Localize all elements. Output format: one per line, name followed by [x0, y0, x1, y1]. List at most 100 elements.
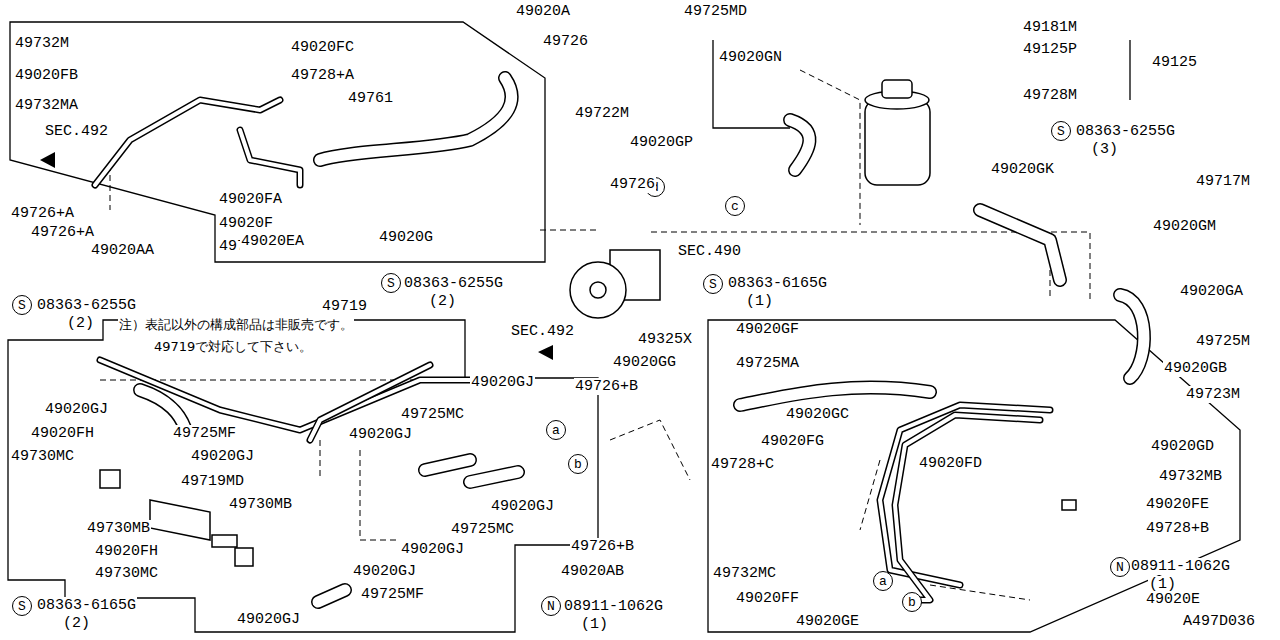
part-number: 49020AA	[90, 242, 155, 259]
part-number: 49726+B	[570, 538, 635, 555]
part-number: SEC.492	[510, 323, 575, 340]
circle-letter: S	[387, 277, 395, 290]
part-number: 49325X	[637, 331, 693, 348]
part-number: 49020GF	[735, 321, 800, 338]
part-number: (1)	[580, 616, 609, 633]
part-number: 49181M	[1022, 19, 1078, 36]
part-number: 49726+B	[574, 378, 639, 395]
part-number: 49020GJ	[236, 611, 301, 628]
part-number: SEC.492	[44, 123, 109, 140]
circle-letter: N	[547, 600, 555, 613]
part-number: 49020FH	[94, 543, 159, 560]
part-number: 49020GA	[1179, 283, 1244, 300]
part-number: 49725MC	[400, 406, 465, 423]
part-number: 49125P	[1022, 41, 1078, 58]
part-number: 08911-1062G	[1130, 558, 1231, 575]
part-number: 49020GJ	[190, 448, 255, 465]
part-number: 49725MF	[360, 586, 425, 603]
part-number: 49125	[1151, 54, 1198, 71]
part-number: (2)	[62, 615, 91, 632]
part-number: 49717M	[1195, 173, 1251, 190]
part-number: 49725MC	[450, 521, 515, 538]
part-number: 49730MC	[10, 448, 75, 465]
reference-circle: S	[1051, 121, 1071, 141]
part-number: 49020A	[515, 3, 571, 20]
part-number: 49020G	[378, 229, 434, 246]
reference-circle: c	[725, 196, 745, 216]
part-number: 49020GK	[990, 161, 1055, 178]
part-number: 49719MD	[180, 473, 245, 490]
part-number: 49726+A	[30, 224, 95, 241]
circle-letter: b	[908, 596, 916, 609]
part-number: 49020GJ	[348, 426, 413, 443]
part-number: 49020FC	[290, 39, 355, 56]
part-number: 49020AB	[560, 563, 625, 580]
part-number: 08363-6255G	[36, 297, 137, 314]
part-number: 49020GJ	[400, 541, 465, 558]
part-number: 49723M	[1185, 386, 1241, 403]
part-number: 49730MC	[94, 565, 159, 582]
part-number: 08363-6255G	[1075, 123, 1176, 140]
part-number: 49726	[609, 176, 656, 193]
part-number: 49020GE	[795, 613, 860, 630]
reference-circle: S	[381, 273, 401, 293]
part-number: 49020FH	[30, 425, 95, 442]
part-number: 08911-1062G	[563, 598, 664, 615]
part-number: 08363-6165G	[727, 275, 828, 292]
part-number: 49020FD	[918, 455, 983, 472]
part-number: 49726+A	[10, 205, 75, 222]
reference-circle: a	[873, 571, 893, 591]
part-number: 49725MD	[683, 3, 748, 20]
reference-circle: S	[12, 295, 32, 315]
part-number: 49725MA	[735, 355, 800, 372]
part-number: 49020GM	[1152, 218, 1217, 235]
part-number: (2)	[428, 293, 457, 310]
part-number: 49020GN	[718, 49, 783, 66]
circle-letter: a	[552, 424, 560, 437]
part-number: (1)	[745, 293, 774, 310]
part-number: (2)	[66, 315, 95, 332]
part-number: 注）表記以外の構成部品は非販売です。	[118, 316, 354, 333]
part-number: 49020GJ	[352, 563, 417, 580]
reference-circle: N	[541, 596, 561, 616]
part-number: 49722M	[574, 105, 630, 122]
part-number: 49761	[347, 90, 394, 107]
part-number: 49020EA	[240, 233, 305, 250]
reference-circle: S	[703, 274, 723, 294]
part-number: 49726	[542, 33, 589, 50]
part-number: 49732MC	[712, 565, 777, 582]
reference-circle: b	[902, 592, 922, 612]
reference-circle: N	[1110, 557, 1130, 577]
part-number: 49020GJ	[470, 374, 535, 391]
circle-letter: S	[18, 299, 26, 312]
circle-letter: S	[709, 278, 717, 291]
part-number: 08363-6165G	[36, 597, 137, 614]
part-number: SEC.490	[677, 243, 742, 260]
part-number: 49719で対応して下さい。	[153, 338, 313, 355]
part-number: 49020E	[1145, 591, 1201, 608]
part-number: 49020GB	[1163, 360, 1228, 377]
part-number: 49728+C	[710, 456, 775, 473]
part-number: 49020GJ	[44, 401, 109, 418]
circle-letter: b	[574, 458, 582, 471]
part-number: 49730MB	[228, 496, 293, 513]
part-number: 49020FG	[760, 433, 825, 450]
part-number: 49020GD	[1150, 438, 1215, 455]
part-number: 49725M	[1195, 333, 1251, 350]
reference-circle: b	[568, 454, 588, 474]
part-number: 49732M	[14, 35, 70, 52]
circle-letter: a	[879, 575, 887, 588]
part-number: 49020GC	[785, 406, 850, 423]
part-number: 49020GJ	[490, 498, 555, 515]
part-number: 49719	[321, 298, 368, 315]
part-number: (3)	[1090, 141, 1119, 158]
part-number: 49020GG	[612, 354, 677, 371]
reference-circle: a	[546, 420, 566, 440]
part-number: 49020FE	[1145, 496, 1210, 513]
part-number: 49020FB	[14, 67, 79, 84]
part-number: 49728+A	[290, 67, 355, 84]
part-number: 08363-6255G	[403, 275, 504, 292]
part-number: 49020GP	[629, 134, 694, 151]
part-number: 49020FF	[735, 590, 800, 607]
part-number: 49728M	[1022, 87, 1078, 104]
